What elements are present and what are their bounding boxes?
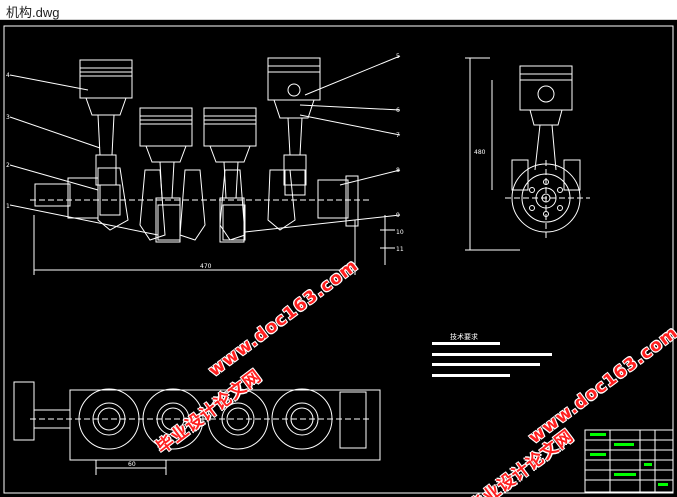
- part-label-7: 7: [396, 132, 400, 139]
- part-label-11: 11: [396, 246, 404, 253]
- title-block: [584, 429, 674, 493]
- part-label-8: 8: [396, 167, 400, 174]
- notes-title: 技术要求: [450, 333, 478, 341]
- notes-line-3: [432, 363, 540, 366]
- window-titlebar: 机构.dwg: [0, 0, 677, 20]
- part-label-1: 1: [6, 203, 10, 210]
- dimension-main: 470: [200, 263, 212, 270]
- part-label-2: 2: [6, 162, 10, 169]
- part-label-10: 10: [396, 229, 404, 236]
- drawing-canvas[interactable]: 4 3 2 1 5 6 7 8 9 10 11 470 480 60 技术要求 …: [0, 20, 677, 497]
- part-label-6: 6: [396, 107, 400, 114]
- bottom-view: [13, 381, 381, 475]
- window-title: 机构.dwg: [6, 5, 60, 20]
- notes-line-4: [432, 374, 510, 377]
- part-label-5: 5: [396, 53, 400, 60]
- part-label-9: 9: [396, 212, 400, 219]
- part-label-4: 4: [6, 72, 10, 79]
- drawing-border: [3, 25, 674, 494]
- part-label-3: 3: [6, 114, 10, 121]
- dimension-side: 480: [474, 149, 486, 156]
- notes-line-1: [432, 342, 500, 345]
- side-view: [465, 57, 590, 251]
- dimension-bottom: 60: [128, 461, 136, 468]
- title-block-green-text: [590, 433, 668, 486]
- part-label-group: 4 3 2 1 5 6 7 8 9 10 11 470 480 60: [6, 53, 486, 468]
- cad-drawing: 4 3 2 1 5 6 7 8 9 10 11 470 480 60: [3, 25, 674, 494]
- front-view: [9, 55, 401, 275]
- notes-line-2: [432, 353, 552, 356]
